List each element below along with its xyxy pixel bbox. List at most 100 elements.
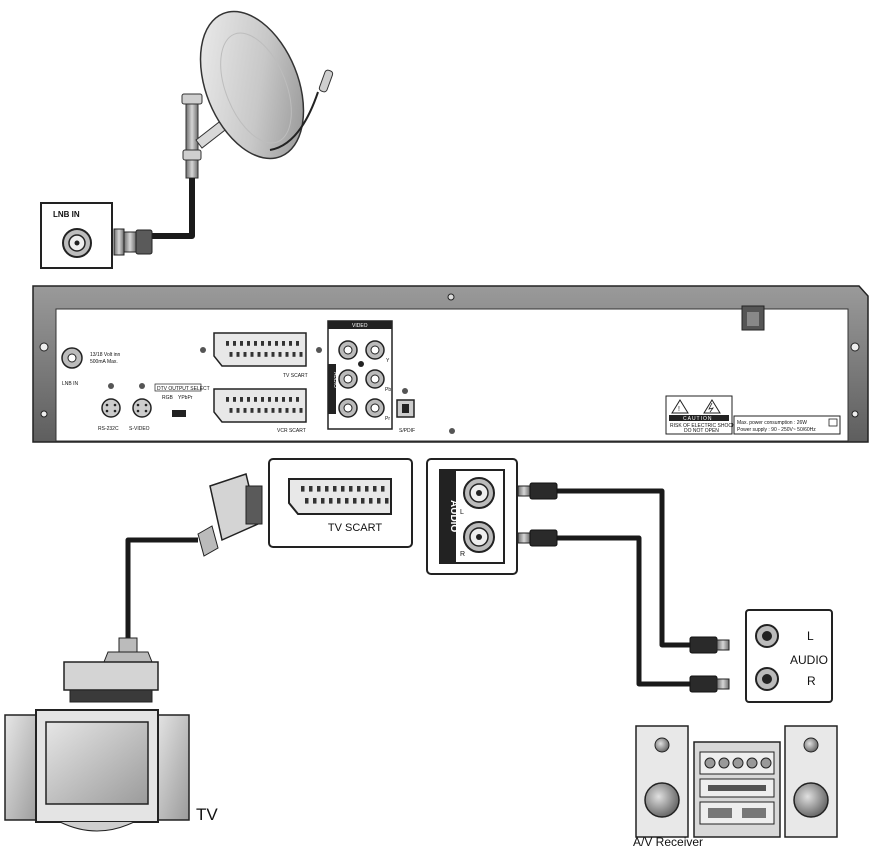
panel-tv-scart bbox=[213, 332, 307, 367]
tv-scart-zoom-box: TV SCART bbox=[268, 458, 413, 548]
scart-pin bbox=[278, 408, 282, 413]
panel-tv-scart-label: TV SCART bbox=[283, 373, 308, 379]
scart-pin bbox=[282, 341, 285, 346]
scart-pin bbox=[233, 341, 236, 346]
scart-pin bbox=[373, 486, 377, 492]
scart-pin bbox=[296, 397, 299, 402]
scart-pin bbox=[229, 352, 233, 357]
scart-pin bbox=[357, 486, 361, 492]
scart-pin bbox=[365, 486, 369, 492]
receiver-back-panel: 13/18 Volt inn 500mA Max. LNB IN RS-232C… bbox=[32, 285, 869, 443]
scart-pin bbox=[250, 408, 254, 413]
scart-pin bbox=[296, 341, 299, 346]
scart-pin bbox=[236, 352, 240, 357]
scart-pin bbox=[257, 408, 261, 413]
scart-pin bbox=[278, 352, 282, 357]
scart-pin bbox=[236, 408, 240, 413]
tv-scart-zoom-label: TV SCART bbox=[328, 522, 382, 534]
audio-zoom-box: AUDIO L R bbox=[426, 458, 518, 575]
scart-pin bbox=[289, 397, 292, 402]
scart-pin bbox=[305, 498, 309, 504]
scart-pin bbox=[299, 408, 303, 413]
panel-vcr-scart-label: VCR SCART bbox=[277, 428, 306, 434]
scart-pin bbox=[250, 352, 254, 357]
scart-pin bbox=[275, 397, 278, 402]
scart-pin bbox=[268, 397, 271, 402]
satellite-dish bbox=[150, 10, 334, 239]
scart-pin bbox=[264, 408, 268, 413]
scart-pin bbox=[282, 397, 285, 402]
scart-pin bbox=[261, 397, 264, 402]
scart-pin bbox=[247, 341, 250, 346]
tv-scart-socket-icon bbox=[288, 478, 392, 515]
scart-pin bbox=[271, 408, 275, 413]
tv-icon bbox=[4, 709, 190, 832]
scart-pin bbox=[345, 498, 349, 504]
scart-pin bbox=[301, 486, 305, 492]
scart-pin bbox=[243, 408, 247, 413]
panel-y-label: Y bbox=[386, 358, 390, 364]
rs232-port bbox=[101, 398, 121, 418]
scart-pin bbox=[271, 352, 275, 357]
tv-label: TV bbox=[196, 805, 218, 824]
dtv-output-switch bbox=[172, 410, 186, 417]
svg-text:!: ! bbox=[678, 406, 680, 413]
scart-pin bbox=[333, 486, 337, 492]
scart-pin bbox=[226, 397, 229, 402]
panel-vcr-scart bbox=[213, 388, 307, 423]
lnb-box-label: LNB IN bbox=[53, 210, 80, 219]
amp-audio-title: AUDIO bbox=[790, 653, 828, 667]
scart-pin bbox=[289, 341, 292, 346]
scart-pin bbox=[309, 486, 313, 492]
scart-pin bbox=[226, 341, 229, 346]
scart-cable bbox=[63, 473, 263, 703]
scart-pin bbox=[292, 352, 296, 357]
audio-cables bbox=[517, 482, 730, 693]
panel-pr-label: Pr bbox=[385, 416, 390, 422]
panel-rca-jacks bbox=[338, 340, 385, 418]
panel-pb-label: Pb bbox=[385, 387, 391, 393]
av-receiver-icon bbox=[635, 725, 838, 838]
scart-pin bbox=[385, 498, 389, 504]
scart-pin bbox=[257, 352, 261, 357]
scart-pin bbox=[285, 408, 289, 413]
scart-pin bbox=[243, 352, 247, 357]
scart-pin bbox=[240, 341, 243, 346]
av-receiver-label: A/V Receiver bbox=[633, 835, 703, 848]
lnb-in-box: LNB IN bbox=[40, 202, 153, 269]
scart-pin bbox=[321, 498, 325, 504]
scart-pin bbox=[325, 486, 329, 492]
panel-lnb-label: LNB IN bbox=[62, 381, 79, 387]
scart-pin bbox=[317, 486, 321, 492]
audio-zoom-right-label: R bbox=[460, 551, 465, 558]
svideo-port bbox=[132, 398, 152, 418]
power-rating-line1: Max. power consumption : 26W bbox=[737, 420, 807, 426]
scart-pin bbox=[285, 352, 289, 357]
amp-left-label: L bbox=[807, 629, 814, 643]
scart-pin bbox=[240, 397, 243, 402]
scart-pin bbox=[369, 498, 373, 504]
scart-pin bbox=[233, 397, 236, 402]
scart-pin bbox=[381, 486, 385, 492]
ypbpr-label: YPbPr bbox=[178, 395, 193, 401]
dtv-output-label: DTV OUTPUT SELECT bbox=[157, 386, 210, 392]
rs232-label: RS-232C bbox=[98, 426, 119, 432]
audio-zoom-vertical-label: AUDIO bbox=[448, 500, 459, 532]
power-rating-line2: Power supply : 90 - 250V~ 50/60Hz bbox=[737, 427, 816, 433]
panel-lnb-spec-2: 500mA Max. bbox=[90, 359, 118, 365]
scart-pin bbox=[264, 352, 268, 357]
scart-pin bbox=[313, 498, 317, 504]
scart-pin bbox=[377, 498, 381, 504]
scart-pin bbox=[254, 397, 257, 402]
scart-pin bbox=[268, 341, 271, 346]
caution-line1: RISK OF ELECTRIC SHOCK bbox=[670, 423, 736, 429]
caution-title: CAUTION bbox=[683, 416, 713, 422]
scart-pin bbox=[261, 341, 264, 346]
scart-pin bbox=[292, 408, 296, 413]
scart-pin bbox=[361, 498, 365, 504]
svideo-label: S-VIDEO bbox=[129, 426, 150, 432]
scart-pin bbox=[247, 397, 250, 402]
caution-label-block: ! CAUTION RISK OF ELECTRIC SHOCK DO NOT … bbox=[665, 395, 736, 435]
amp-audio-input-box: L AUDIO R bbox=[745, 609, 833, 703]
